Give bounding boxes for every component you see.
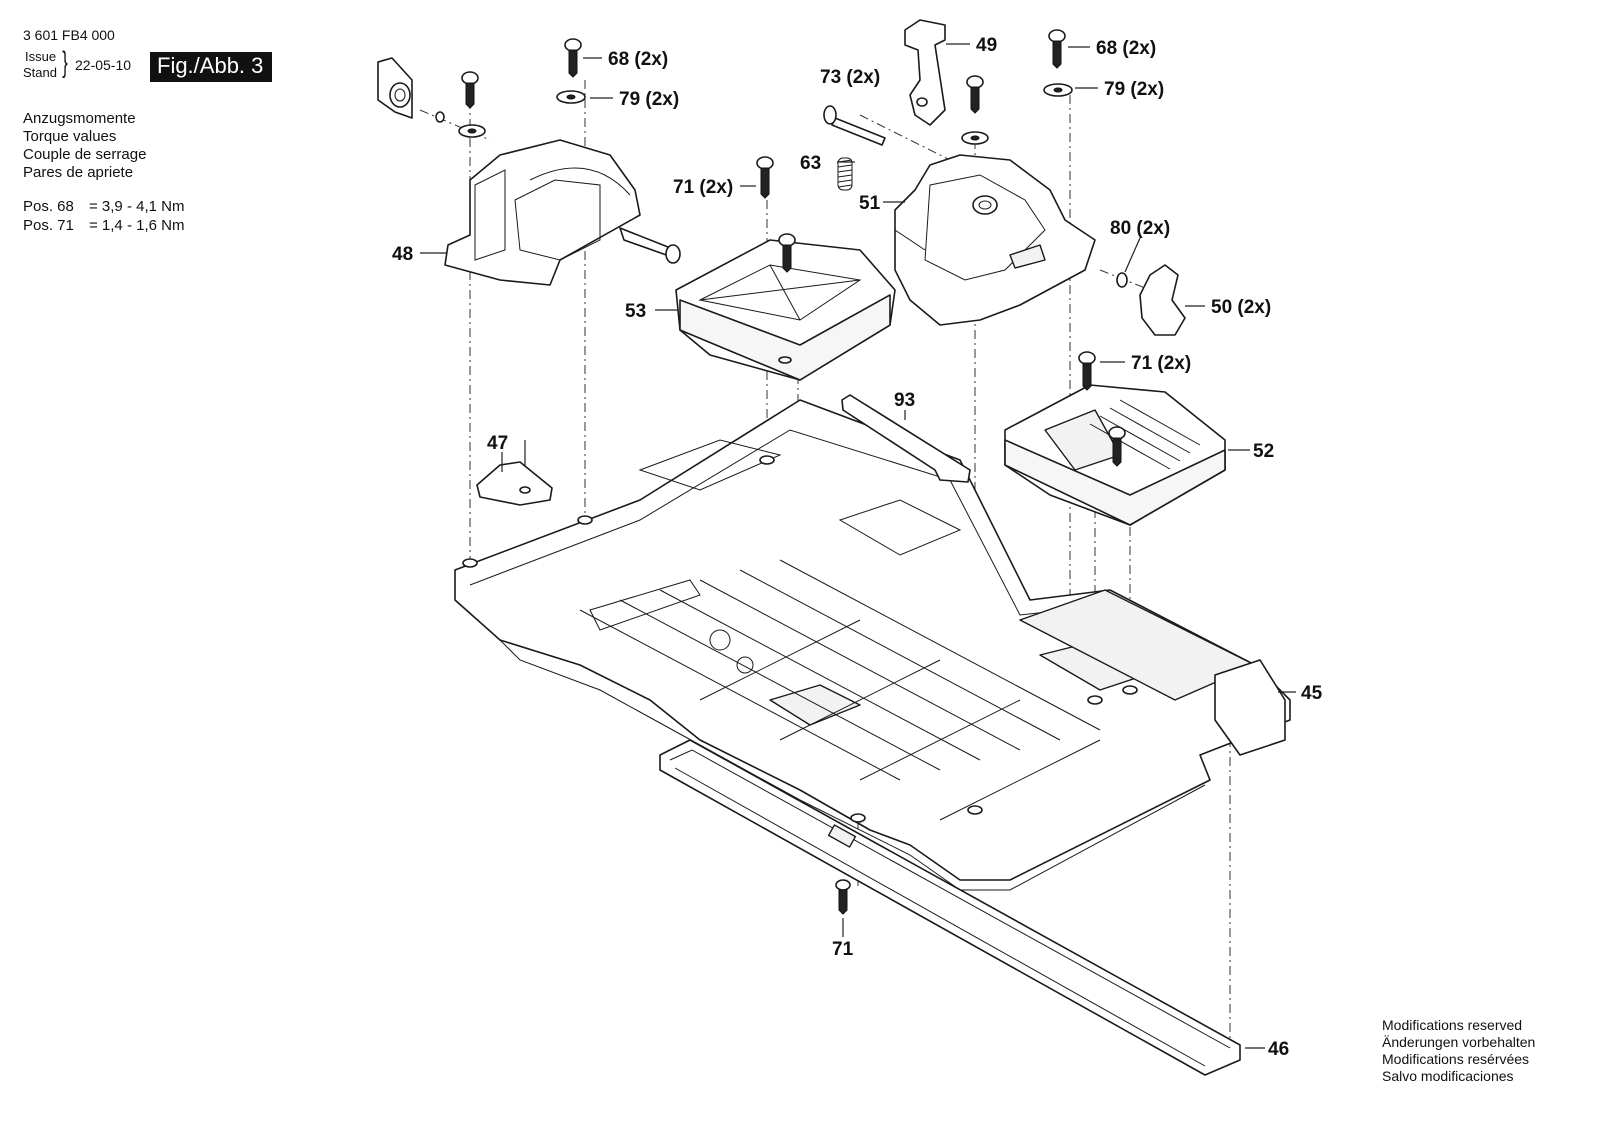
torque-specs: Pos. 68 = 3,9 - 4,1 Nm Pos. 71 = 1,4 - 1,6… (23, 197, 184, 235)
leader-lines (420, 43, 1296, 1049)
washer-51 (961, 131, 989, 145)
label-53: 53 (625, 301, 646, 322)
part-47-plate (476, 461, 553, 506)
mod-line: Änderungen vorbehalten (1382, 1034, 1536, 1050)
part-73-pin (823, 105, 886, 146)
part-80-washer (1116, 272, 1128, 288)
label-79-left: 79 (2x) (619, 89, 679, 110)
part-49-clamp (904, 19, 946, 126)
spec-pos: Pos. 68 (23, 198, 74, 215)
mod-line: Modifications resérvées (1382, 1051, 1530, 1067)
spec-pos: Pos. 71 (23, 217, 74, 234)
torque-heading: Anzugsmomente Torque values Couple de se… (23, 110, 146, 182)
housing-52-ribs (1089, 399, 1201, 470)
base-ribs (579, 559, 1101, 821)
part-45-base-plate (454, 399, 1291, 891)
screw-71-c (1078, 351, 1096, 391)
label-46: 46 (1268, 1039, 1289, 1060)
screw-68-left (564, 38, 582, 78)
label-80: 80 (2x) (1110, 218, 1170, 239)
spec-value: = 1,4 - 1,6 Nm (89, 217, 185, 234)
stand-label: Stand (23, 65, 57, 80)
label-48: 48 (392, 244, 413, 265)
part-lever-bracket (377, 57, 445, 123)
screw-71-d (1108, 426, 1126, 467)
torque-line: Pares de apriete (23, 164, 134, 181)
screw-71-bottom (835, 879, 851, 915)
washer-48 (458, 124, 486, 138)
screw-48-top (461, 71, 479, 109)
label-68-right: 68 (2x) (1096, 38, 1156, 59)
torque-line: Anzugsmomente (23, 110, 136, 127)
part-53-housing (675, 239, 896, 381)
part-labels: 68 (2x) 79 (2x) 49 68 (2x) 73 (2x) 79 (2… (392, 35, 1323, 1060)
washer-79-right (1043, 83, 1073, 97)
mod-line: Modifications reserved (1382, 1017, 1523, 1033)
part-93-rod (841, 394, 971, 483)
label-68-left: 68 (2x) (608, 49, 668, 70)
torque-line: Couple de serrage (23, 146, 147, 163)
label-71-b: 71 (2x) (1131, 353, 1191, 374)
spec-value: = 3,9 - 4,1 Nm (89, 198, 185, 215)
screw-71-b (778, 233, 796, 273)
torque-spec-row: Pos. 68 = 3,9 - 4,1 Nm (23, 197, 184, 216)
brace-glyph: } (62, 46, 68, 79)
label-73: 73 (2x) (820, 67, 880, 88)
figure-badge: Fig./Abb. 3 (150, 52, 273, 82)
label-71-a: 71 (2x) (673, 177, 733, 198)
label-52: 52 (1253, 441, 1274, 462)
mod-line: Salvo modificaciones (1382, 1068, 1514, 1084)
screw-71-a (756, 156, 774, 199)
torque-line: Torque values (23, 128, 117, 145)
label-51: 51 (859, 193, 881, 214)
label-93: 93 (894, 390, 915, 411)
screw-49 (966, 75, 984, 114)
label-49: 49 (976, 35, 997, 56)
label-50: 50 (2x) (1211, 297, 1271, 318)
washer-79-left (556, 90, 586, 104)
part-50-knob (1139, 264, 1186, 336)
torque-spec-row: Pos. 71 = 1,4 - 1,6 Nm (23, 216, 184, 235)
screw-68-right (1048, 29, 1066, 69)
issue-label: Issue (25, 49, 57, 64)
label-79-right: 79 (2x) (1104, 79, 1164, 100)
part-48-bracket (444, 139, 681, 286)
part-63-spring (837, 157, 853, 191)
label-71-bottom: 71 (832, 939, 854, 960)
doc-number: 3 601 FB4 000 (23, 27, 115, 43)
part-46-guide-rail (659, 739, 1241, 1076)
base-bosses (462, 455, 1138, 823)
part-51-bracket (894, 154, 1096, 326)
modifications-note: Modifications reserved Änderungen vorbeh… (1382, 1017, 1535, 1085)
issue-date: 22-05-10 (75, 57, 132, 73)
label-47: 47 (487, 433, 508, 454)
label-63: 63 (800, 153, 821, 174)
label-45: 45 (1301, 683, 1323, 704)
